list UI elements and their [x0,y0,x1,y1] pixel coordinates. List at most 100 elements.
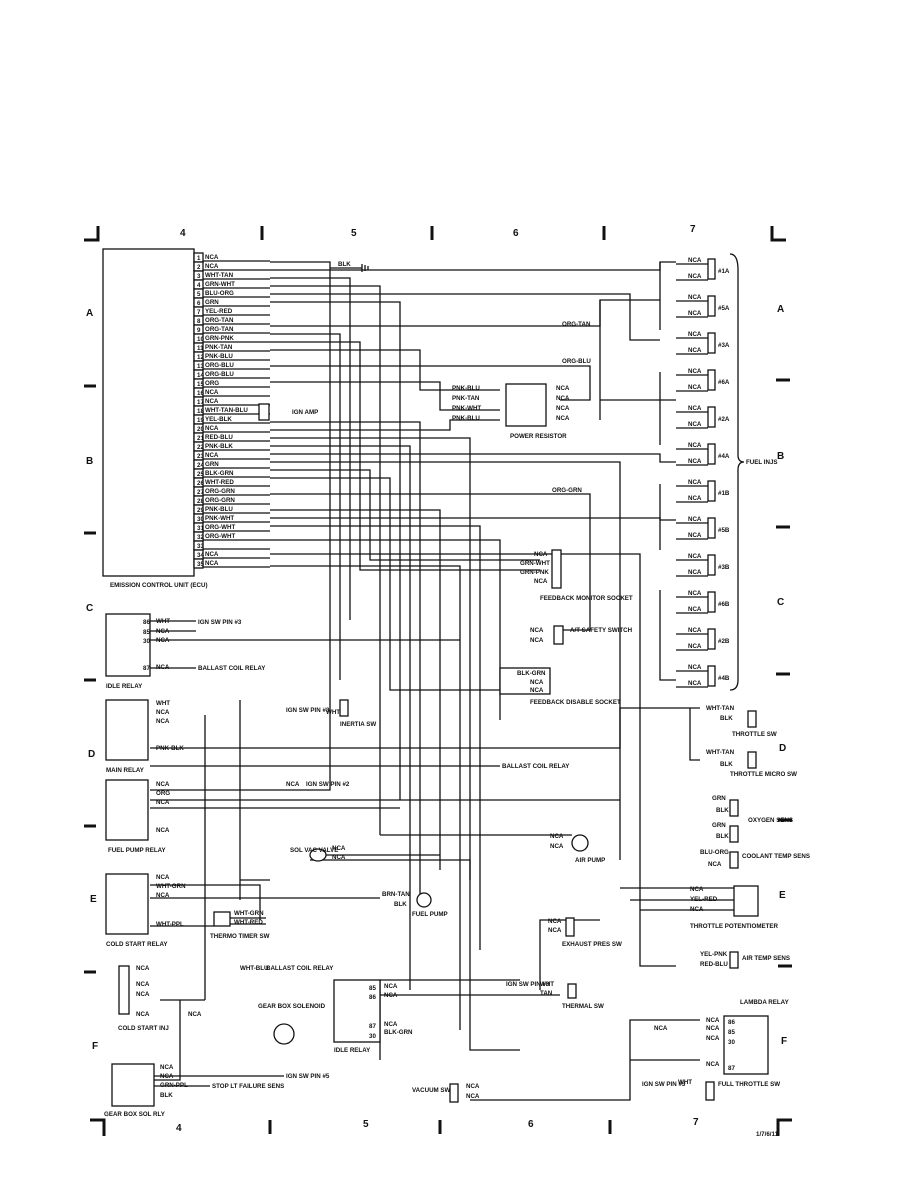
feedback-disable-socket: BLK-GRN NCA NCA FEEDBACK DISABLE SOCKET [499,667,621,706]
ecu-pin-number: 1 [197,255,201,262]
ecu-pin-number: 23 [197,453,204,460]
grid-col-6-top: 6 [513,228,519,239]
injector-wires [676,263,708,281]
coolant-temp-label: COOLANT TEMP SENS [742,853,810,860]
fuel-injs-label: FUEL INJS [746,459,778,466]
injector-wires [676,633,708,651]
ecu-pin-number: 2 [197,264,201,271]
injector-body [707,443,716,465]
ecu-pin-wire-color: ORG-GRN [205,488,235,495]
injector-wires [676,522,708,540]
vs-nca-1: NCA [466,1083,480,1090]
csi-nca-1: NCA [136,965,150,972]
feedback-monitor-label: FEEDBACK MONITOR SOCKET [540,595,633,602]
org-blu-label: ORG-BLU [562,358,591,365]
ecu-pin-wire-color: NCA [205,425,219,432]
ecu-pin-wire-color: NCA [205,560,219,567]
mr-wht: WHT [326,709,340,716]
thermal-sw-label: THERMAL SW [562,1003,604,1010]
ecu-pin-number: 13 [197,363,204,370]
throttle-sw: WHT-TAN BLK THROTTLE SW [706,705,777,738]
injector-nca-top: NCA [688,257,702,264]
air-pump: NCA NCA AIR PUMP [326,833,605,864]
injector-nca-bottom: NCA [688,643,702,650]
injector-wires [676,337,708,355]
ecu-pin-number: 33 [197,543,204,550]
ts-blk: BLK [720,715,733,722]
full-throttle-label: FULL THROTTLE SW [718,1081,780,1088]
lr-pin-85: 85 [728,1029,735,1036]
ir1-pin-87: 87 [143,665,150,672]
tt-wht-red: WHT-RED [234,919,263,926]
cold-start-relay-label: COLD START RELAY [106,941,168,948]
ecu-pin-number: 7 [197,309,201,316]
ecu-pin-wire-color: GRN-PNK [205,335,234,342]
lr-pin-87: 87 [728,1065,735,1072]
csr-wire-2: WHT-GRN [156,883,186,890]
ecu-pin-wire-color: BLK-GRN [205,470,234,477]
ecu-pin-wire-color: PNK-TAN [205,344,233,351]
ecu-pin-wire-color: WHT-TAN [205,272,234,279]
injector-nca-bottom: NCA [688,569,702,576]
injector-nca-top: NCA [688,442,702,449]
power-resistor-label: POWER RESISTOR [510,433,567,440]
ecu-pin-number: 10 [197,336,204,343]
csi-nca-2: NCA [136,981,150,988]
ecu-pin-number: 16 [197,390,204,397]
grid-column-labels-top: 4 5 6 7 [180,224,696,239]
grid-column-labels-bottom: 4 5 6 7 [176,1117,699,1134]
injector-nca-top: NCA [688,553,702,560]
ir1-pin-86: 86 [143,619,150,626]
ecu-pin-wire-color: NCA [205,263,219,270]
ecu-pin-number: 25 [197,471,204,478]
idle-relay-2: 85 86 87 30 NCA NCA NCA BLK-GRN IDLE REL… [333,979,560,1054]
grid-row-f-right: F [781,1036,787,1047]
ecu-pin-wire-color: NCA [205,452,219,459]
ecu-pin-number: 11 [197,345,204,352]
ecu-pin-wire-color: PNK-BLU [205,353,233,360]
idle-relay-1-label: IDLE RELAY [106,683,143,690]
csr-wire-1: NCA [156,874,170,881]
at-nca-2: NCA [530,637,544,644]
injector-nca-bottom: NCA [688,532,702,539]
th-tan: TAN [540,990,553,997]
ep-nca-2: NCA [548,927,562,934]
ecu-title: EMISSION CONTROL UNIT (ECU) [110,582,208,589]
ecu-pin-wire-color: PNK-BLU [205,506,233,513]
ecu-pin-number: 32 [197,534,204,541]
injector-wires [676,596,708,614]
fd-wire-3: NCA [530,687,544,694]
fpr-wire-1: NCA [156,781,170,788]
mr-wire-wht: WHT [156,700,170,707]
ecu-pin-number: 6 [197,300,201,307]
tms-wht-tan: WHT-TAN [706,749,735,756]
injector-nca-top: NCA [688,590,702,597]
ir1-ballast: BALLAST COIL RELAY [198,665,266,672]
ecu-pin-wire-color: BLU-ORG [205,290,234,297]
grid-row-a-left: A [86,308,93,319]
thermal-sw: IGN SW PIN #3 WHT TAN THERMAL SW [506,981,604,1010]
throttle-micro-label: THROTTLE MICRO SW [730,771,797,778]
ecu-pin-number: 20 [197,426,204,433]
ox-grn-2: GRN [712,822,726,829]
ecu-pin-number: 35 [197,561,204,568]
lr-pin-30: 30 [728,1039,735,1046]
injector-nca-top: NCA [688,664,702,671]
injector-nca-bottom: NCA [688,495,702,502]
injector-wires [676,411,708,429]
mr-wire-pnk-blk: PNK-BLK [156,745,184,752]
inertia-sw-label: INERTIA SW [340,721,376,728]
grid-row-a-right: A [777,304,784,315]
fuel-pump-label: FUEL PUMP [412,911,448,918]
grid-row-labels-right: A B C D E F [777,304,787,1047]
injector-nca-bottom: NCA [688,384,702,391]
pr-nca-2: NCA [556,395,570,402]
coolant-temp-sens: BLU-ORG NCA COOLANT TEMP SENS [700,849,810,869]
tp-wire-1: NCA [690,886,704,893]
ts-wht-tan: WHT-TAN [706,705,735,712]
ecu-pin-wire-color: GRN-WHT [205,281,235,288]
vacuum-sw-label: VACUUM SW [412,1087,451,1094]
pr-wire-4: PNK-BLU [452,415,480,422]
